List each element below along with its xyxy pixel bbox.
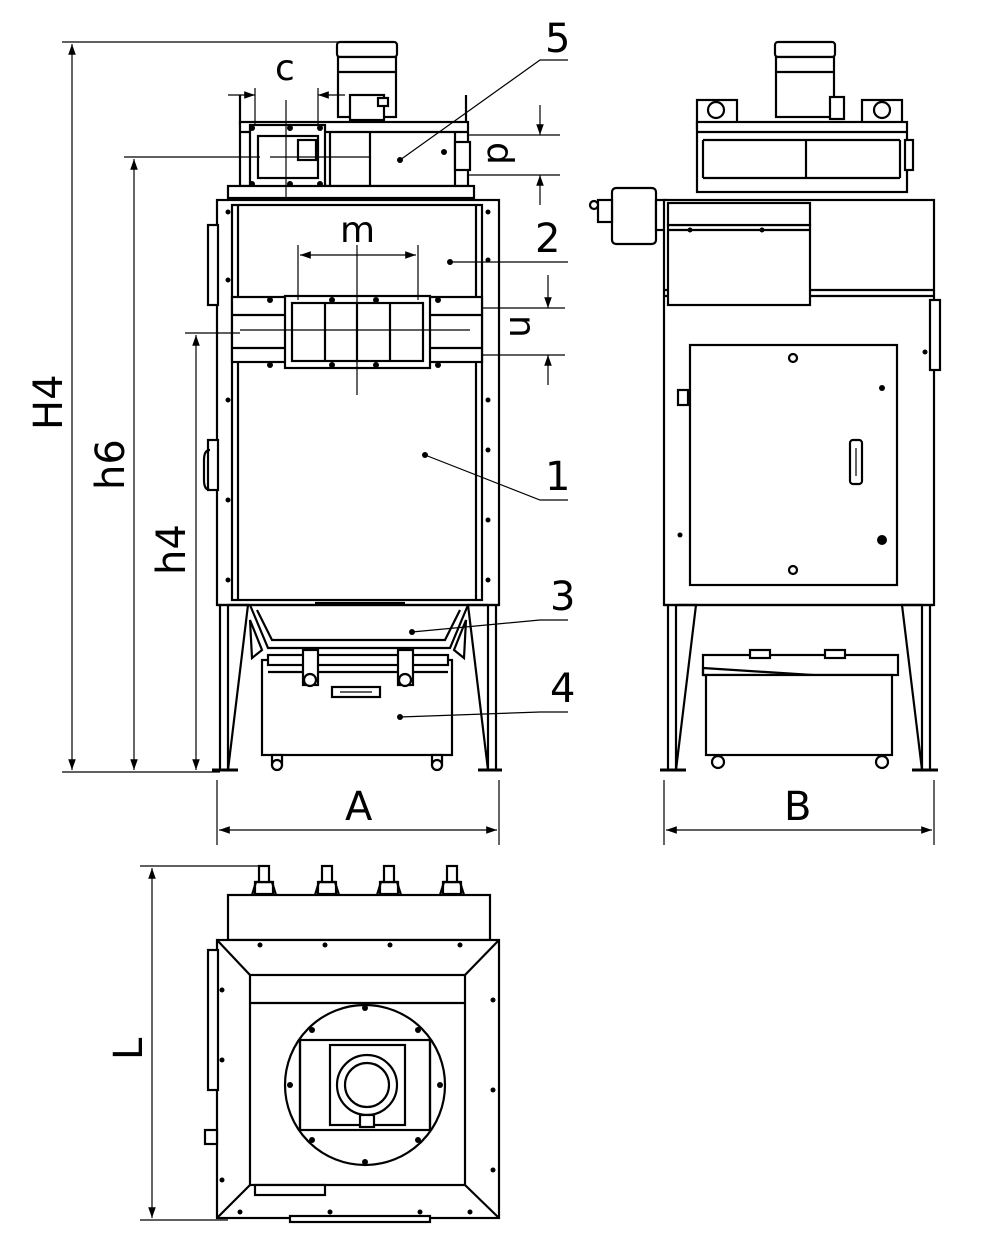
callout-5: 5 — [545, 16, 570, 62]
side-legs-bin — [660, 603, 938, 772]
front-cabinet — [202, 198, 501, 607]
top-view — [203, 864, 501, 1224]
labels: 5 2 1 3 4 H4 h6 h4 A B L m c d n — [26, 16, 811, 1060]
callout-2: 2 — [535, 216, 560, 262]
top-valves — [226, 864, 492, 942]
top-body — [203, 938, 501, 1224]
dim-h4-label: h4 — [149, 524, 195, 575]
callout-4: 4 — [550, 666, 575, 712]
dim-L-label: L — [106, 1037, 152, 1060]
dim-n-label: n — [501, 315, 542, 338]
front-fan-housing — [226, 95, 476, 210]
callout-1: 1 — [545, 454, 570, 500]
front-dust-bin — [260, 648, 454, 772]
dimension-lines — [62, 41, 935, 1221]
dim-h6-label: h6 — [88, 439, 134, 490]
dim-c-label: c — [275, 48, 295, 89]
dim-A-label: A — [345, 784, 373, 830]
side-motor — [695, 40, 915, 194]
dim-B-label: B — [784, 784, 811, 830]
dim-d-label: d — [479, 142, 520, 165]
front-hopper-legs — [212, 601, 502, 772]
side-cabinet — [662, 198, 942, 607]
callout-leaders — [399, 59, 568, 718]
dim-m-label: m — [340, 210, 375, 251]
front-view — [202, 40, 502, 772]
callout-3: 3 — [550, 574, 575, 620]
side-view — [588, 40, 942, 772]
front-motor — [335, 40, 399, 122]
side-inlet — [588, 186, 668, 246]
dim-H4-label: H4 — [26, 374, 72, 430]
